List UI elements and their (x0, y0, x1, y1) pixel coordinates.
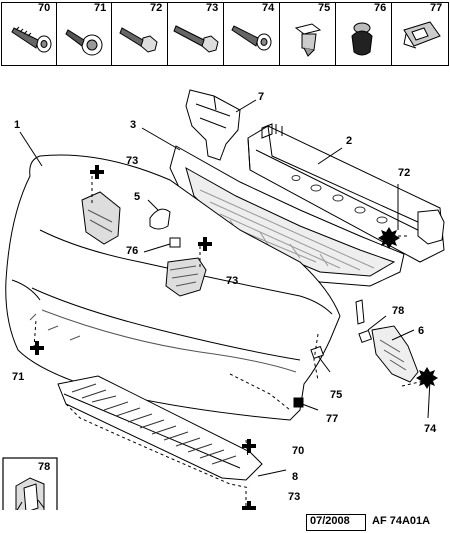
fixing-markers (30, 165, 438, 510)
callout-78: 78 (392, 305, 405, 317)
inset-box (2, 457, 58, 510)
flange-screw-icon (65, 29, 103, 56)
callout-2: 2 (346, 135, 353, 147)
footer-date-box (306, 514, 366, 531)
callout-1: 1 (14, 119, 21, 131)
callout-8: 8 (292, 471, 299, 483)
inset-label: 78 (38, 461, 51, 473)
callout-76: 76 (126, 245, 139, 257)
callout-71: 71 (12, 371, 25, 383)
fastener-number: 74 (262, 2, 275, 14)
hex-bolt-icon (173, 25, 219, 53)
clip-square (358, 329, 373, 344)
leader-lines (19, 99, 431, 477)
screw-icon (231, 25, 272, 51)
footer-date: 07/2008 (310, 515, 350, 527)
grille (169, 145, 405, 287)
lower-grille (57, 375, 263, 489)
fastener-number: 70 (38, 2, 51, 14)
callout-77: 77 (326, 413, 339, 425)
callout-72: 72 (398, 167, 411, 179)
fastener-number: 75 (318, 2, 331, 14)
fastener-number: 73 (206, 2, 219, 14)
front-bumper (5, 154, 341, 421)
callout-70: 70 (292, 445, 305, 457)
exploded-view (2, 89, 445, 510)
callout-75: 75 (330, 389, 343, 401)
fastener-cell-77 (391, 2, 449, 66)
callout-7: 7 (258, 91, 265, 103)
hex-bolt-icon (119, 27, 158, 53)
upper-bracket (185, 89, 241, 161)
callout-6: 6 (418, 325, 425, 337)
callout-74: 74 (424, 423, 437, 435)
clip-tab (355, 299, 365, 325)
callout-5: 5 (134, 191, 141, 203)
footer-ref: AF 74A01A (372, 515, 431, 527)
fastener-number: 77 (430, 2, 443, 14)
reinforcement-beam (247, 123, 445, 263)
trim-cap (149, 208, 171, 230)
push-clip-icon (294, 23, 322, 57)
clip-square (169, 237, 181, 248)
callout-73: 73 (288, 491, 301, 503)
callout-73: 73 (126, 155, 139, 167)
screw-icon (11, 26, 52, 53)
spring-clip-icon (403, 21, 441, 49)
side-bracket (371, 325, 419, 383)
fastener-icons (11, 21, 441, 57)
fastener-number: 72 (150, 2, 163, 14)
rivet-clip-icon (351, 22, 373, 56)
callout-73: 73 (226, 275, 239, 287)
fastener-number: 71 (94, 2, 107, 14)
fastener-number: 76 (374, 2, 387, 14)
callout-3: 3 (130, 119, 137, 131)
clip-filled (293, 397, 304, 408)
